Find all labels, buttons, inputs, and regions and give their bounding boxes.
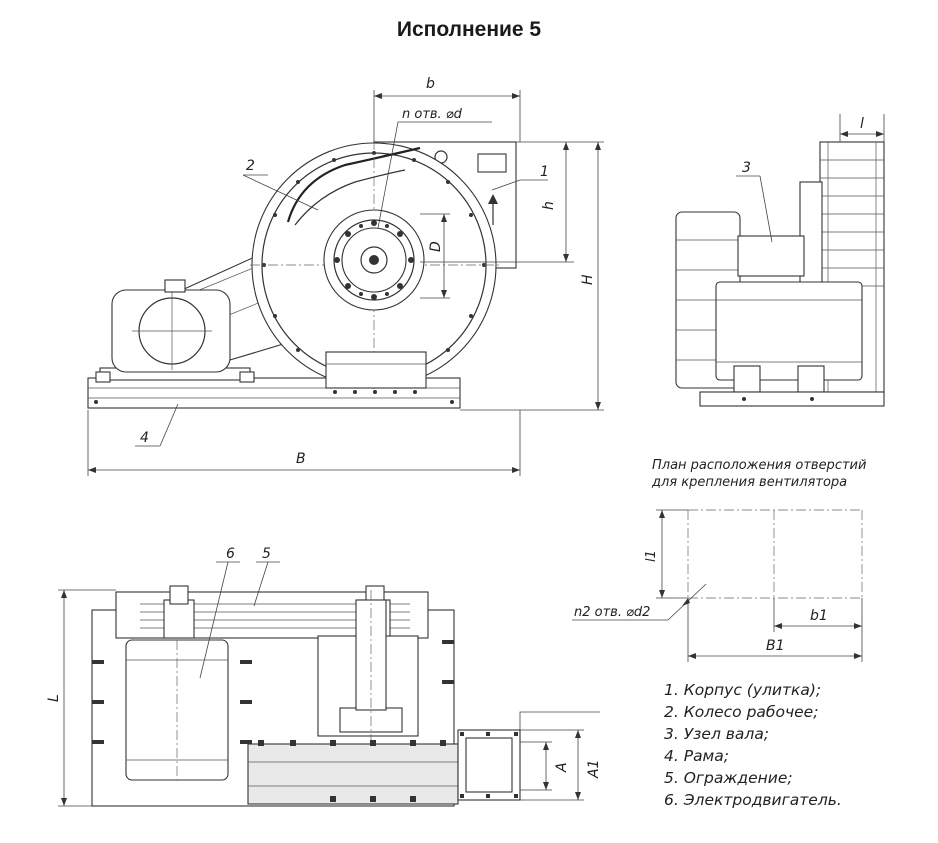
legend-item: 1. Корпус (улитка);: [664, 681, 822, 699]
plan-view: [58, 561, 600, 807]
dim-label-B: B: [296, 451, 306, 467]
legend-item: 2. Колесо рабочее;: [664, 703, 819, 721]
hole-plan-caption-line-1: План расположения отверстий: [652, 458, 867, 473]
front-view: [87, 90, 604, 476]
dim-label-B1: B1: [766, 638, 785, 654]
dim-label-L: L: [46, 694, 62, 702]
dim-label-H: H: [580, 274, 596, 285]
legend-item: 6. Электродвигатель.: [664, 791, 842, 809]
legend-item: 4. Рама;: [664, 747, 729, 765]
dim-label-A1: A1: [586, 760, 602, 779]
callout-4: 4: [140, 430, 149, 446]
dim-label-D: D: [428, 241, 444, 252]
dim-label-b: b: [426, 76, 435, 92]
legend-item: 5. Ограждение;: [664, 769, 793, 787]
hole-plan-caption-line-2: для крепления вентилятора: [652, 475, 848, 490]
drawing-title: Исполнение 5: [396, 18, 542, 41]
side-view: [675, 114, 885, 407]
flange-holes: [334, 220, 414, 300]
dim-label-l1: l1: [644, 550, 659, 562]
dim-label-l: l: [860, 116, 864, 132]
callout-1: 1: [540, 164, 549, 180]
hole-plan: [572, 509, 863, 662]
legend-item: 3. Узел вала;: [664, 725, 770, 743]
hole-plan-caption: План расположения отверстий для креплени…: [652, 457, 866, 491]
dim-label-n2-holes: n2 отв. ⌀d2: [574, 605, 650, 620]
callout-6: 6: [226, 546, 235, 562]
dim-label-n-holes: n отв. ⌀d: [402, 107, 463, 122]
callout-2: 2: [246, 158, 255, 174]
dim-label-b1: b1: [810, 608, 828, 624]
parts-legend: 1. Корпус (улитка); 2. Колесо рабочее; 3…: [664, 679, 842, 811]
dim-label-h: h: [541, 201, 557, 210]
callout-5: 5: [262, 546, 271, 562]
dim-label-A: A: [554, 762, 570, 773]
callout-3: 3: [742, 160, 751, 176]
